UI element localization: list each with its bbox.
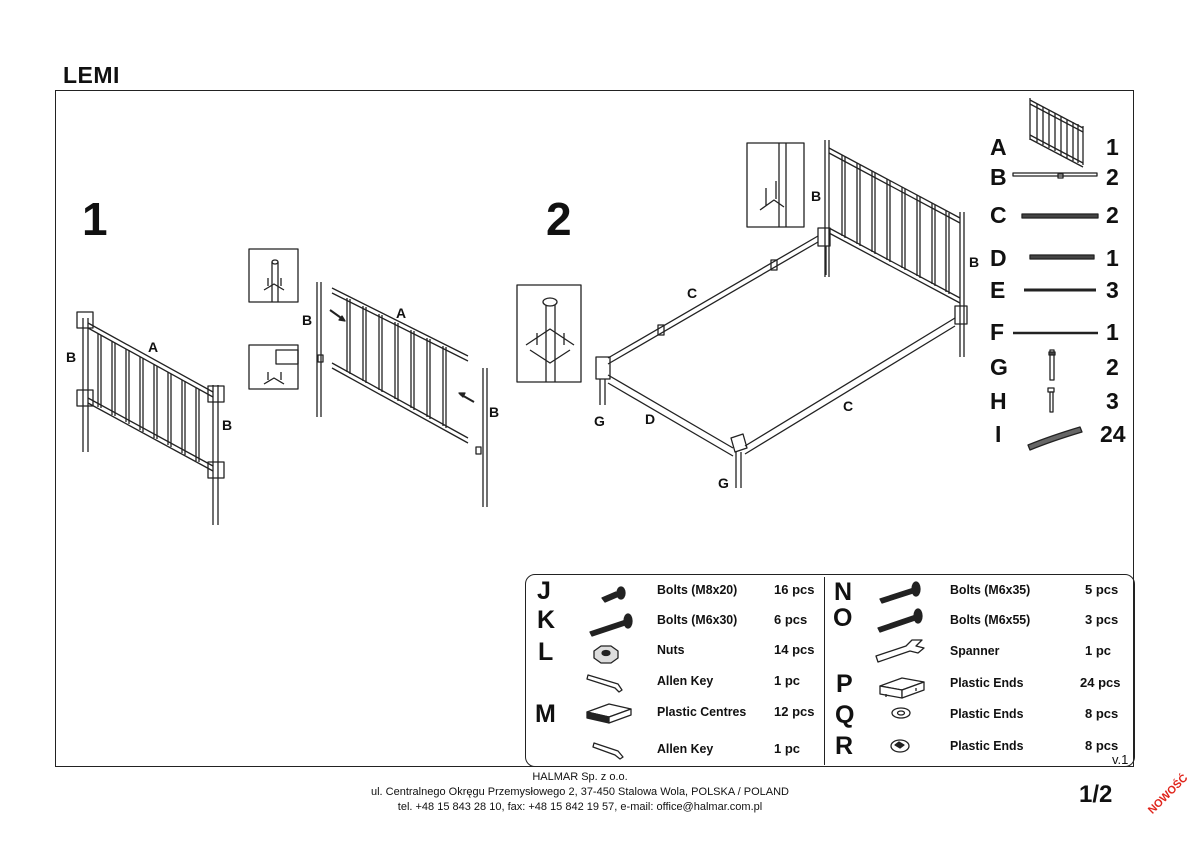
washer-icon: [891, 707, 911, 719]
step1-exploded-label-b-left: B: [302, 312, 313, 328]
step1-label-a: A: [148, 339, 159, 355]
part-qty-b: 2: [1106, 164, 1119, 190]
part-letter-h: H: [990, 388, 1007, 414]
step2-label-c-front: C: [843, 398, 854, 414]
plastic-end-icon: [879, 677, 925, 699]
part-qty-f: 1: [1106, 319, 1119, 345]
foot-rail-icon: [1029, 254, 1095, 260]
step1-label-b-left: B: [66, 349, 77, 365]
hw-qty-p: 24 pcs: [1080, 675, 1121, 690]
step2-label-b-top: B: [811, 188, 822, 204]
hw-letter-r: R: [835, 732, 854, 760]
hw-qty-j: 16 pcs: [774, 582, 815, 597]
hw-qty-n: 5 pcs: [1085, 582, 1119, 597]
hw-name-q: Plastic Ends: [950, 706, 1024, 721]
hw-name-allen-key-2: Allen Key: [657, 741, 714, 756]
hw-name-spanner: Spanner: [950, 643, 1000, 658]
footer-contact: tel. +48 15 843 28 10, fax: +48 15 842 1…: [397, 801, 763, 813]
allen-key-small-icon: [592, 742, 624, 760]
hw-qty-l: 14 pcs: [774, 642, 815, 657]
spanner-icon: [875, 639, 925, 663]
hw-qty-k: 6 pcs: [774, 612, 808, 627]
step2-label-g-left: G: [594, 413, 605, 429]
hardware-table-divider: [824, 577, 825, 765]
hw-name-allen-key-1: Allen Key: [657, 673, 714, 688]
side-post-icon: [1012, 172, 1098, 179]
hw-qty-spanner: 1 pc: [1085, 643, 1112, 658]
page-number: 1/2: [1079, 781, 1113, 808]
part-letter-a: A: [990, 134, 1007, 160]
nut-icon: [593, 645, 619, 664]
step2-label-g-front: G: [718, 475, 729, 491]
side-rail-icon: [1021, 213, 1099, 219]
step2-frame-drawing: [516, 140, 968, 488]
hw-qty-m: 12 pcs: [774, 704, 815, 719]
part-qty-e: 3: [1106, 277, 1119, 303]
hw-name-r: Plastic Ends: [950, 738, 1024, 753]
hw-name-o: Bolts (M6x55): [950, 612, 1031, 627]
hw-qty-o: 3 pcs: [1085, 612, 1119, 627]
bolt-icon: [589, 613, 633, 637]
hw-name-j: Bolts (M8x20): [657, 582, 738, 597]
footer-address: ul. Centralnego Okręgu Przemysłowego 2, …: [370, 786, 789, 798]
part-letter-g: G: [990, 354, 1008, 380]
hw-qty-allen-key-1: 1 pc: [774, 673, 801, 688]
plastic-centre-icon: [586, 703, 632, 724]
hw-letter-k: K: [537, 606, 556, 634]
short-bolt-icon: [601, 586, 626, 603]
part-letter-c: C: [990, 202, 1007, 228]
hw-letter-o: O: [833, 604, 853, 632]
step2-label-c-back: C: [687, 285, 698, 301]
hw-name-m: Plastic Centres: [657, 704, 747, 719]
hw-letter-n: N: [834, 578, 853, 606]
hardware-table: [525, 574, 1135, 767]
hw-letter-q: Q: [835, 701, 855, 729]
part-letter-f: F: [990, 319, 1005, 345]
part-qty-i: 24: [1100, 421, 1126, 447]
step1-exploded-label-b-right: B: [489, 404, 500, 420]
hw-letter-m: M: [535, 700, 556, 728]
hw-letter-l: L: [538, 638, 554, 666]
part-qty-h: 3: [1106, 388, 1119, 414]
part-letter-e: E: [990, 277, 1006, 303]
step2-label-b-right: B: [969, 254, 980, 270]
part-letter-i: I: [995, 421, 1002, 447]
part-qty-d: 1: [1106, 245, 1119, 271]
leg-icon: [1048, 349, 1056, 381]
hw-name-p: Plastic Ends: [950, 675, 1024, 690]
hw-qty-allen-key-2: 1 pc: [774, 741, 801, 756]
part-qty-g: 2: [1106, 354, 1119, 380]
part-qty-a: 1: [1106, 134, 1119, 160]
part-letter-b: B: [990, 164, 1007, 190]
slat-icon: [1027, 426, 1083, 451]
hw-name-k: Bolts (M6x30): [657, 612, 738, 627]
document-version: v.1: [1112, 752, 1129, 767]
step1-exploded-label-a: A: [396, 305, 407, 321]
part-letter-d: D: [990, 245, 1007, 271]
hw-letter-p: P: [836, 670, 853, 698]
support-leg-icon: [1047, 387, 1055, 413]
headboard-icon: [1029, 98, 1084, 168]
allen-key-icon: [586, 674, 623, 693]
bolt-icon-n: [879, 581, 921, 604]
step1-headboard-drawing: [76, 311, 225, 525]
step1-exploded-drawing: [248, 248, 488, 507]
footer-company: HALMAR Sp. z o.o.: [532, 771, 628, 783]
step2-label-d: D: [645, 411, 656, 427]
step-number-1: 1: [82, 193, 108, 245]
hw-name-n: Bolts (M6x35): [950, 582, 1031, 597]
hw-name-l: Nuts: [657, 642, 685, 657]
step-number-2: 2: [546, 193, 572, 245]
document-title: LEMI: [63, 62, 120, 88]
step1-label-b-right: B: [222, 417, 233, 433]
hw-letter-j: J: [537, 577, 551, 605]
hw-qty-r: 8 pcs: [1085, 738, 1119, 753]
hw-qty-q: 8 pcs: [1085, 706, 1119, 721]
long-bolt-icon: [877, 608, 923, 633]
cap-icon: [890, 739, 910, 753]
part-qty-c: 2: [1106, 202, 1119, 228]
